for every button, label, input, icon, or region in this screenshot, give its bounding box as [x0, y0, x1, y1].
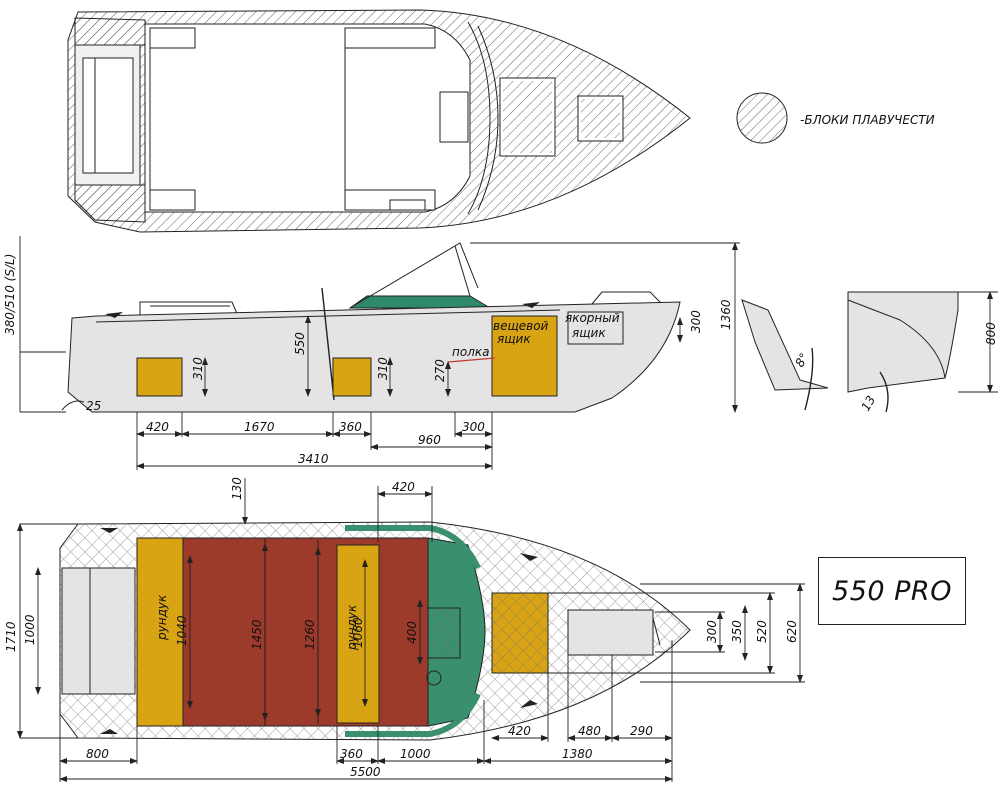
dim-label-d310a: 310 — [191, 357, 205, 380]
dim-label-height_sl: 380/510 (S/L) — [3, 254, 17, 335]
dim-label-d480: 480 — [578, 724, 601, 738]
dim-label-d1450: 1450 — [250, 619, 264, 650]
dim-label-d360: 360 — [340, 747, 363, 761]
dim-label-d1670: 1670 — [244, 420, 275, 434]
anchor-label-2: ящик — [572, 326, 606, 340]
top-view — [67, 9, 691, 233]
dim-label-d360: 360 — [339, 420, 362, 434]
dim-label-d960: 960 — [418, 433, 441, 447]
legend: -БЛОКИ ПЛАВУЧЕСТИ — [736, 92, 935, 144]
dim-label-d270: 270 — [433, 359, 447, 382]
dim-label-d310b: 310 — [376, 357, 390, 380]
dim-label-d800: 800 — [86, 747, 109, 761]
dim-label-angle_keel: 8° — [792, 351, 811, 370]
dim-label-angle_side: 13 — [858, 393, 878, 413]
dim-label-d520: 520 — [755, 620, 769, 643]
legend-label: -БЛОКИ ПЛАВУЧЕСТИ — [800, 113, 935, 127]
dim-label-d1260: 1260 — [303, 619, 317, 650]
dim-label-d300: 300 — [705, 620, 719, 643]
dim-label-d1380: 1380 — [562, 747, 593, 761]
locker-2-label: рундук — [345, 604, 359, 651]
dim-label-d400: 400 — [405, 621, 419, 644]
dim-label-d620: 620 — [785, 620, 799, 643]
section-right-profile — [847, 291, 959, 393]
dim-label-d5500: 5500 — [350, 765, 381, 779]
dim-label-d1360: 1360 — [719, 299, 733, 330]
plan-locker-1 — [136, 537, 184, 727]
plan-anchor-locker — [567, 609, 654, 656]
top-console — [439, 91, 469, 143]
shelf-label: полка — [452, 345, 489, 359]
model-name-box: 550 PRO — [818, 557, 966, 625]
dim-label-d1040: 1040 — [175, 615, 189, 646]
side-float-block-2 — [332, 357, 372, 397]
plan-view: рундук рундук — [17, 478, 805, 782]
storage-label-2: ящик — [497, 332, 531, 346]
side-float-block-1 — [136, 357, 183, 397]
side-anchor-box — [567, 311, 624, 345]
dim-label-d800: 800 — [984, 322, 998, 345]
section-view — [741, 291, 998, 413]
side-windshield — [348, 295, 492, 309]
side-storage-box — [491, 315, 558, 397]
dimension-labels: 380/510 (S/L) 310 550 310 270 300 1360 25 420 167… — [3, 254, 998, 779]
dim-label-d3410: 3410 — [298, 452, 329, 466]
dim-label-d130: 130 — [230, 477, 244, 500]
top-cockpit — [144, 23, 471, 213]
storage-label-1: вещевой — [493, 319, 549, 333]
model-name: 550 PRO — [832, 575, 952, 607]
locker-1-label: рундук — [155, 594, 169, 641]
plan-deck-red — [179, 537, 429, 727]
dim-label-d25: 25 — [86, 399, 101, 413]
dim-label-d300_bottom: 300 — [462, 420, 485, 434]
top-stern-platform — [82, 57, 134, 174]
side-shelf-line — [447, 357, 496, 363]
plan-stern — [61, 567, 136, 695]
dim-label-d1000: 1000 — [400, 747, 431, 761]
dim-label-d1000_left: 1000 — [23, 614, 37, 645]
top-stern-corner-1 — [74, 17, 146, 46]
dim-label-d1060: 1060 — [351, 617, 365, 648]
top-stern-corner-2 — [74, 184, 146, 223]
dim-label-d1710: 1710 — [4, 621, 18, 652]
anchor-label-1: якорный — [565, 311, 620, 325]
plan-locker-2 — [336, 544, 380, 724]
dim-label-d420: 420 — [508, 724, 531, 738]
dim-label-d350: 350 — [730, 620, 744, 643]
dim-label-d420: 420 — [146, 420, 169, 434]
dim-label-d550: 550 — [293, 332, 307, 355]
side-view: вещевой ящик якорный ящик полка — [19, 236, 740, 470]
legend-hatch-circle — [736, 92, 788, 144]
dim-label-d300_bow: 300 — [689, 310, 703, 333]
section-left-profile — [741, 299, 829, 391]
dim-label-d290: 290 — [630, 724, 653, 738]
dim-label-d420_top: 420 — [392, 480, 415, 494]
